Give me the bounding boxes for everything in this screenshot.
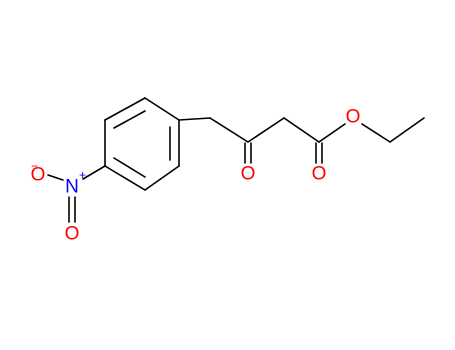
ring-bond-bottom-right: [144, 165, 180, 191]
nitro-group: N + O − O: [31, 159, 106, 245]
ether-oxygen-to-ethyl-bond: [361, 123, 391, 143]
ring-bond-bottom-left: [104, 165, 146, 191]
ester-carbon-to-ether-oxygen-bond: [318, 123, 346, 143]
nitro-oxygen-bottom-atom: O: [65, 224, 80, 245]
nitro-oxygen-top-charge: −: [31, 159, 38, 173]
ketone-oxygen-atom: O: [241, 164, 256, 185]
ring-to-methylene-bond: [178, 117, 211, 121]
methylene-to-ketone-bond: [209, 117, 249, 143]
keto-ester-chain: O O O: [178, 107, 425, 185]
nitrogen-charge: +: [79, 168, 86, 182]
nitro-oxygen-top-atom: O: [31, 165, 46, 186]
ring-inner-bond-1: [113, 110, 146, 129]
ring-inner-bond-3: [113, 157, 146, 178]
benzene-ring: [104, 97, 180, 191]
ring-to-nitrogen-bond: [82, 165, 106, 180]
ring-bond-top-left: [104, 97, 146, 121]
nitrogen-atom: N: [65, 177, 79, 198]
nitrogen-to-oxygen-top-bond: [47, 174, 64, 181]
ketone-to-methylene-bond: [247, 117, 285, 143]
ring-bond-top-right: [144, 97, 180, 121]
ethyl-carbon-carbon-bond: [389, 117, 425, 143]
ester-carbonyl-oxygen-atom: O: [312, 164, 327, 185]
methylene-to-ester-carbon-bond: [283, 117, 320, 143]
ester-ether-oxygen-atom: O: [346, 107, 361, 128]
